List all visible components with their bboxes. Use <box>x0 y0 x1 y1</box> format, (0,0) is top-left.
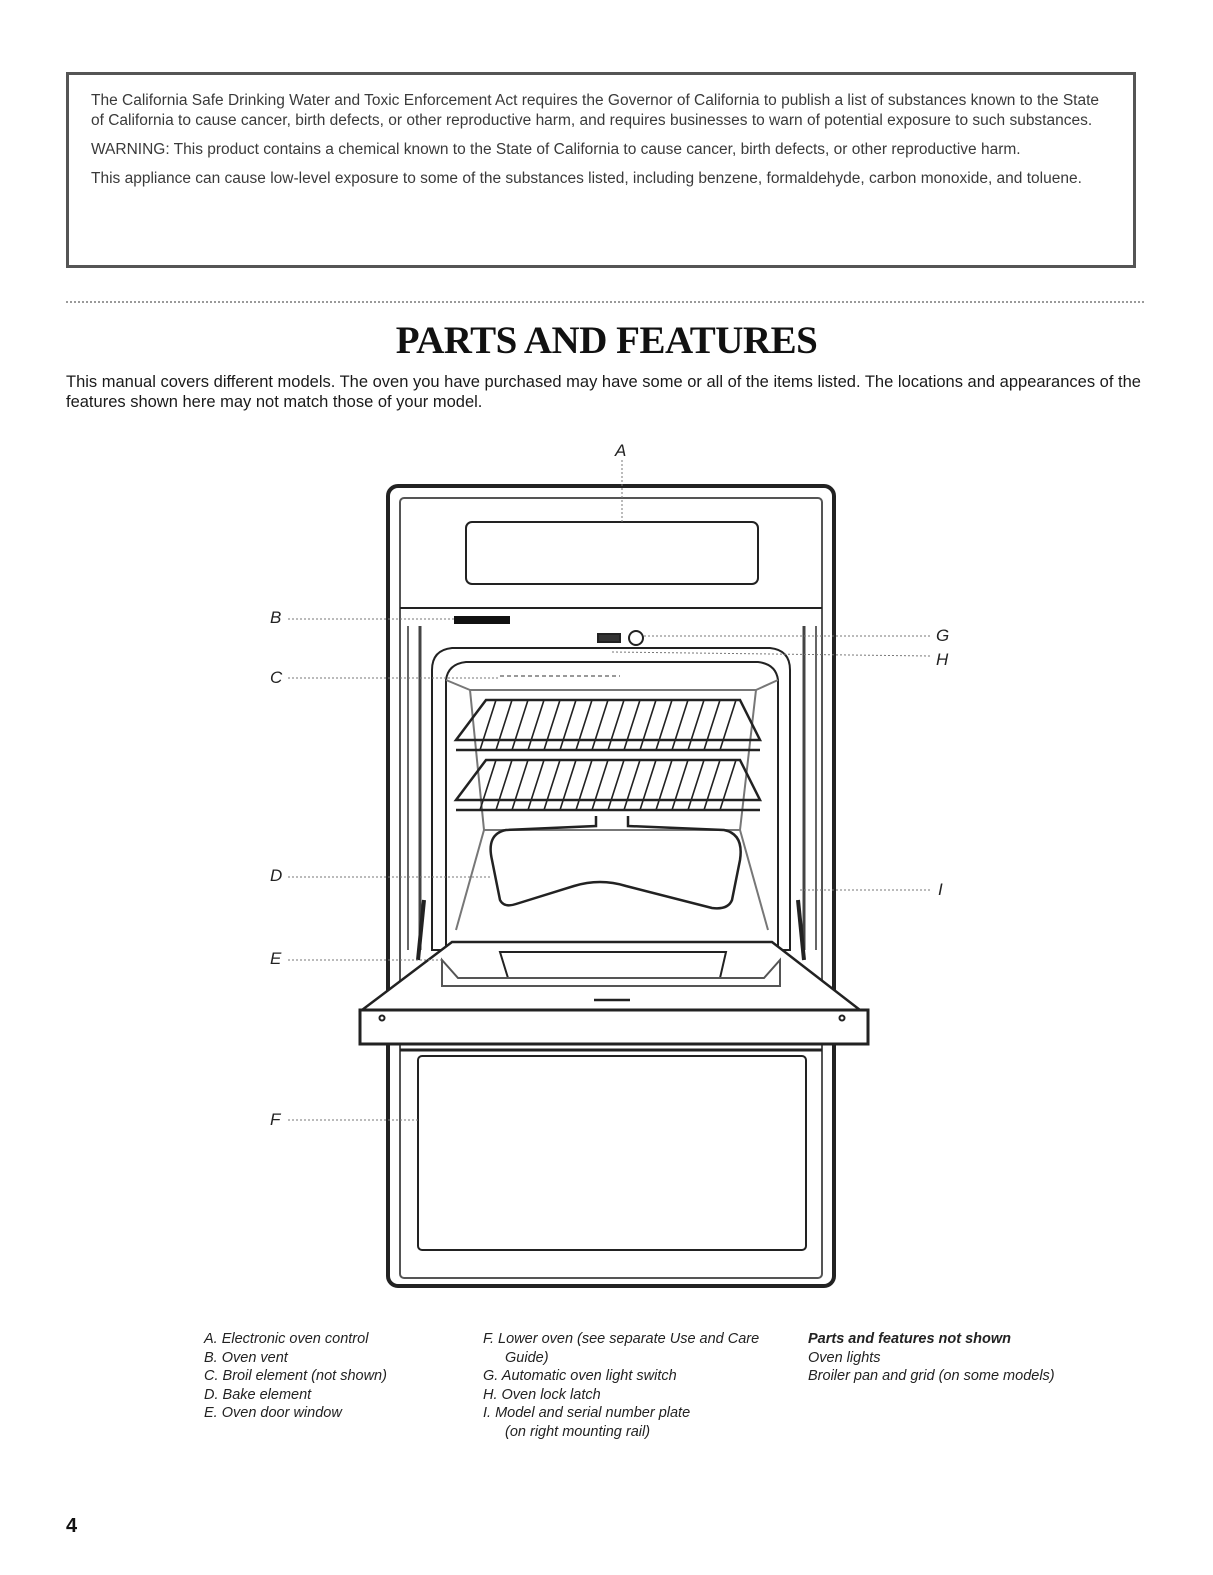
warning-paragraph-2: WARNING: This product contains a chemica… <box>91 141 1021 158</box>
page-number: 4 <box>66 1515 78 1537</box>
callout-h: H <box>936 650 949 669</box>
callout-g: G <box>936 626 950 645</box>
oven-illustration <box>288 460 931 1288</box>
legend-item-f: F. Lower oven (see separate Use and Care <box>483 1331 760 1347</box>
callout-c: C <box>270 668 283 687</box>
intro-paragraph: This manual covers different models. The… <box>66 373 1141 411</box>
legend-column-1: A. Electronic oven control B. Oven vent … <box>204 1330 387 1423</box>
legend-item-i-cont: (on right mounting rail) <box>505 1423 651 1440</box>
legend-item-f-cont: Guide) <box>505 1349 549 1366</box>
legend-item-a: A. Electronic oven control <box>204 1331 369 1347</box>
legend-item-i: I. Model and serial number plate <box>483 1405 691 1421</box>
callout-f: F <box>270 1110 281 1129</box>
legend-item-c: C. Broil element (not shown) <box>204 1368 387 1384</box>
not-shown-item-broiler-pan: Broiler pan and grid (on some models) <box>808 1368 1055 1384</box>
page-title: PARTS AND FEATURES <box>395 319 818 362</box>
not-shown-heading: Parts and features not shown <box>808 1331 1012 1347</box>
not-shown-item-oven-lights: Oven lights <box>808 1349 881 1366</box>
callout-a: A <box>615 441 627 460</box>
legend-item-d: D. Bake element <box>204 1386 312 1403</box>
oven-diagram: A B C D E F G H I <box>0 430 1213 1310</box>
legend-item-h: H. Oven lock latch <box>483 1386 601 1403</box>
callout-d: D <box>270 866 283 885</box>
legend-item-e: E. Oven door window <box>204 1405 342 1421</box>
legend-item-g: G. Automatic oven light switch <box>483 1368 677 1384</box>
legend-column-3: Parts and features not shown Oven lights… <box>808 1330 1055 1386</box>
legend-column-2: F. Lower oven (see separate Use and Care… <box>483 1330 759 1441</box>
warning-paragraph-1: The California Safe Drinking Water and T… <box>91 92 1100 129</box>
callout-b: B <box>270 608 282 627</box>
warning-paragraph-3: This appliance can cause low-level expos… <box>91 170 1082 187</box>
callout-e: E <box>270 949 282 968</box>
section-divider <box>66 301 1144 303</box>
prop65-warning-box: The California Safe Drinking Water and T… <box>66 72 1136 268</box>
legend-item-b: B. Oven vent <box>204 1349 288 1366</box>
callout-i: I <box>938 880 943 899</box>
